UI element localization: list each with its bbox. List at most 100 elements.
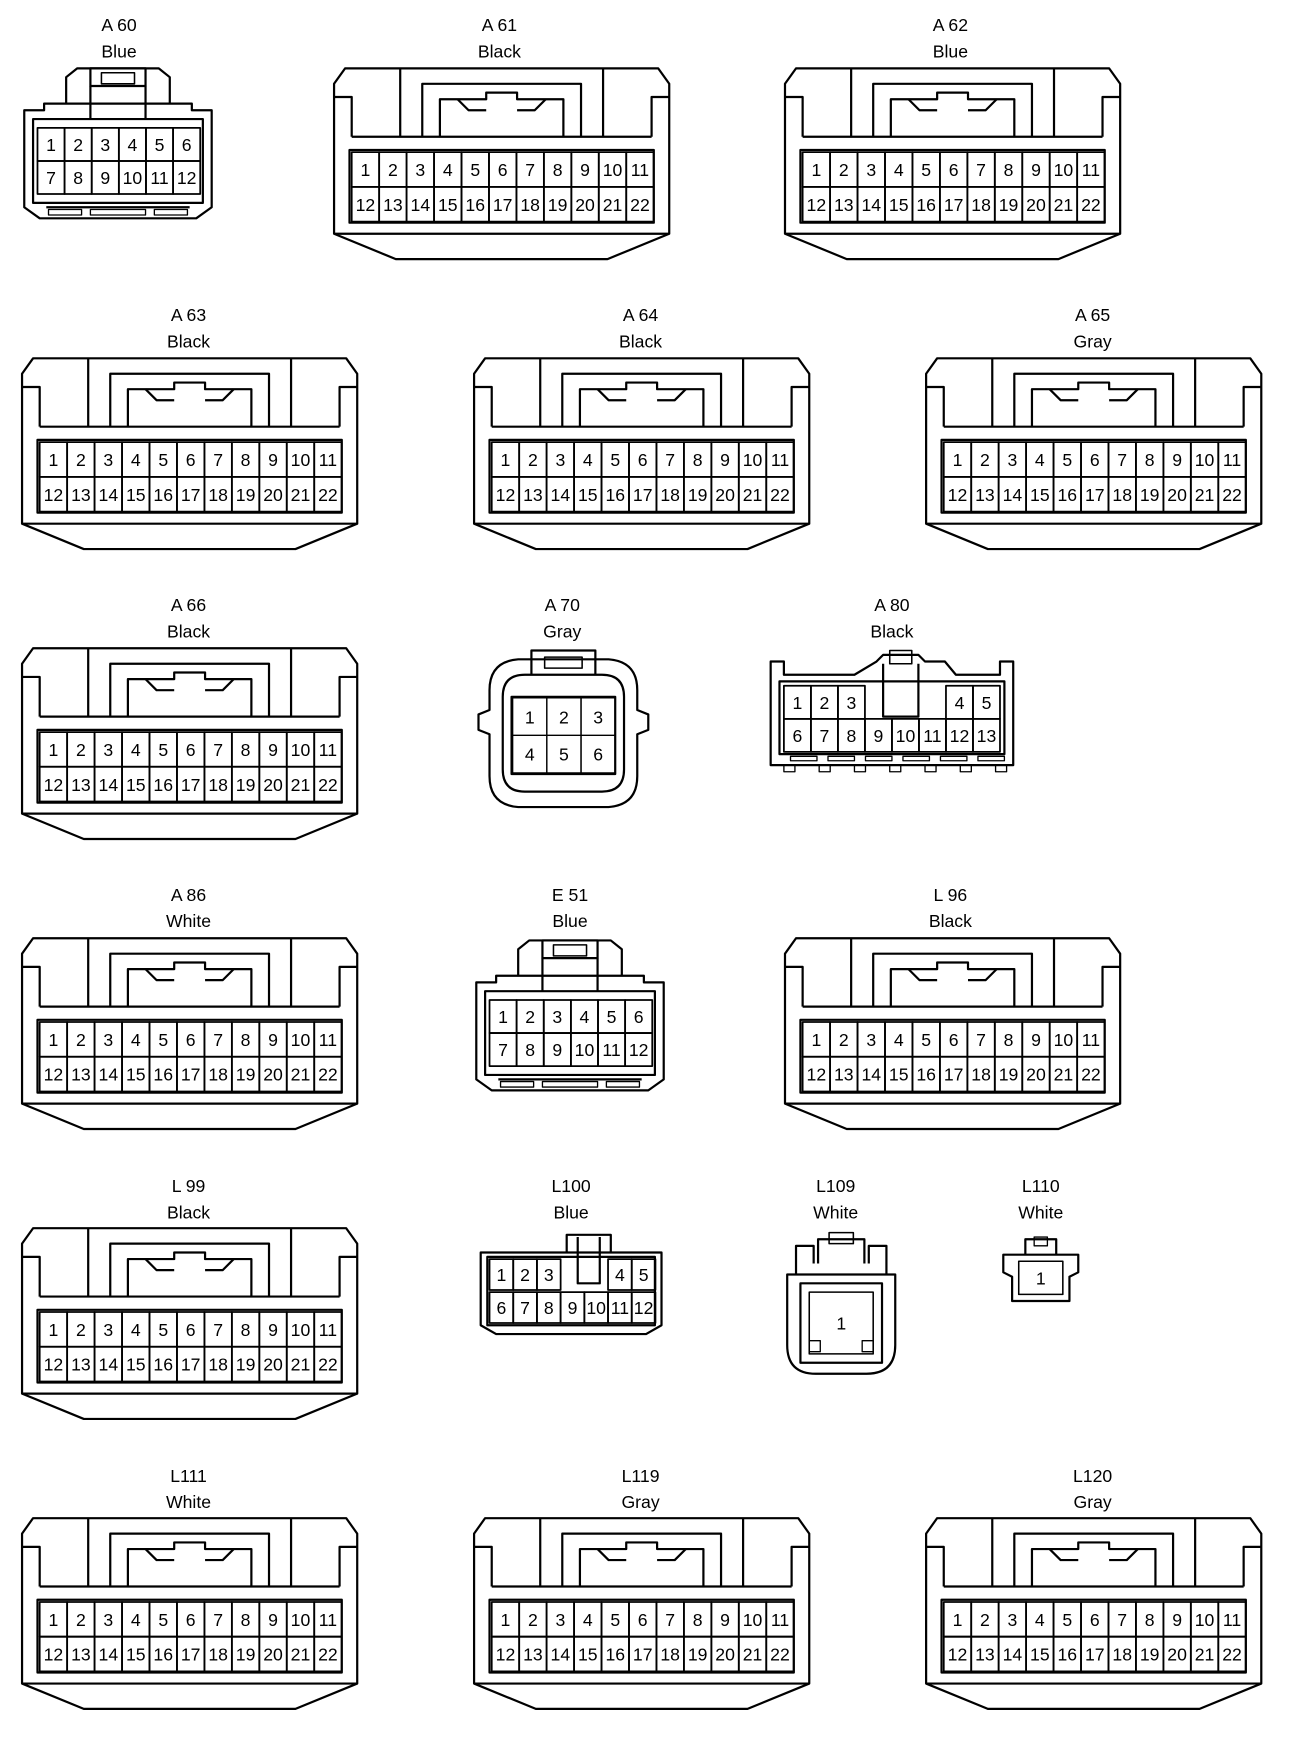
latch-ramps: [907, 968, 998, 982]
pin-number: 6: [638, 1610, 648, 1630]
pin-number: 5: [158, 740, 168, 760]
pin-number: 1: [501, 1610, 511, 1630]
pin-number: 3: [847, 693, 857, 713]
pin-number: 3: [103, 1320, 113, 1340]
pin-number: 19: [236, 1645, 256, 1665]
pin-number: 5: [610, 1610, 620, 1630]
pin-number: 21: [743, 485, 763, 505]
housing-inner: [484, 990, 656, 1077]
pin-number: 12: [807, 195, 827, 215]
latch-ramps: [596, 388, 687, 402]
pin-number: 5: [982, 693, 992, 713]
pin-number: 6: [638, 450, 648, 470]
pin-number: 11: [1223, 1610, 1241, 1630]
pin-number: 7: [520, 1298, 530, 1318]
pin-number: 1: [49, 450, 59, 470]
pin-number: 4: [894, 160, 904, 180]
pin-number: 16: [1057, 485, 1077, 505]
pin-number: 10: [743, 1610, 763, 1630]
connector-id-label: L119: [622, 1466, 660, 1486]
pin-cell: [313, 1635, 343, 1673]
housing-outline: [20, 647, 359, 841]
foot-slot-1: [499, 1080, 535, 1088]
pin-number: 22: [1222, 1645, 1242, 1665]
pin-number: 11: [1082, 160, 1100, 180]
pin-number: 4: [1035, 1610, 1045, 1630]
connector-id-label: L111: [170, 1466, 207, 1486]
pin-cell: [625, 185, 655, 223]
pin-number: 17: [181, 775, 201, 795]
housing-outline: [23, 102, 213, 220]
pin-number: 13: [975, 1645, 995, 1665]
foot-slot: [939, 755, 968, 762]
pin-number: 15: [126, 1645, 146, 1665]
pin-number: 12: [948, 1645, 968, 1665]
pin-number: 3: [555, 450, 565, 470]
pin-number: 2: [528, 1610, 538, 1630]
pin-number: 4: [131, 450, 141, 470]
housing-outline: [475, 974, 665, 1092]
pin-number: 22: [770, 1645, 790, 1665]
foot-slot: [977, 755, 1006, 762]
pin-number: 13: [383, 195, 403, 215]
pin-number: 17: [633, 1645, 653, 1665]
pin-number: 10: [291, 1030, 311, 1050]
pin-cell: [765, 1635, 795, 1673]
pin-number: 15: [126, 485, 146, 505]
pin-number: 11: [611, 1298, 629, 1318]
pin-number: 22: [770, 485, 790, 505]
pin-number: 7: [525, 160, 535, 180]
pin-number: 18: [1112, 485, 1132, 505]
latch-frame-outer: [1013, 372, 1175, 427]
side-step-right: [1242, 1545, 1262, 1587]
pin-number: 14: [99, 775, 119, 795]
side-step-right: [338, 965, 358, 1007]
pin-number: 4: [583, 450, 593, 470]
connector-color-label: Blue: [933, 41, 968, 61]
pin-number: 9: [100, 168, 110, 188]
pin-number: 11: [319, 1320, 337, 1340]
pin-number: 11: [319, 740, 337, 760]
latch-cap: [89, 67, 147, 88]
latch-frame-outer: [109, 1242, 271, 1297]
pin-number: 12: [44, 485, 64, 505]
connector-color-label: Black: [167, 1202, 210, 1222]
pin-number: 15: [889, 195, 909, 215]
pin-number: 9: [268, 1030, 278, 1050]
connector-id-label: L110: [1022, 1176, 1060, 1196]
pin-number: 15: [578, 485, 598, 505]
pin-number: 22: [318, 1355, 338, 1375]
pin-number: 11: [319, 450, 337, 470]
pin-number: 22: [318, 485, 338, 505]
pin-number: 13: [834, 195, 854, 215]
pin-number: 2: [520, 1265, 530, 1285]
pin-number: 6: [593, 745, 603, 765]
side-step-left: [926, 385, 945, 427]
pin-number: 10: [1054, 160, 1074, 180]
pin-number: 20: [575, 195, 595, 215]
connector-id-label: A 80: [874, 595, 909, 615]
pin-number: 13: [71, 775, 91, 795]
pin-number: 20: [715, 1645, 735, 1665]
foot-pin: [994, 764, 1008, 773]
pin-number: 12: [629, 1040, 649, 1060]
housing-outline: [769, 653, 1015, 767]
pin-number: 9: [268, 450, 278, 470]
latch-tab: [1030, 381, 1157, 427]
connector-id-label: L120: [1073, 1466, 1112, 1486]
side-step-left: [22, 1255, 41, 1297]
pin-number: 13: [71, 485, 91, 505]
pin-number: 7: [665, 1610, 675, 1630]
pin-number: 2: [76, 1030, 86, 1050]
pin-number: 14: [1003, 1645, 1023, 1665]
pin-number: 13: [977, 726, 997, 746]
pin-number: 15: [1030, 485, 1050, 505]
pin-number: 19: [548, 195, 568, 215]
pin-number: 18: [208, 1645, 228, 1665]
pin-number: 17: [633, 485, 653, 505]
pin-cell: [624, 1032, 654, 1068]
pin-number: 20: [263, 1355, 283, 1375]
pin-cell: [536, 1258, 562, 1291]
pin-number: 3: [555, 1610, 565, 1630]
pin-number: 17: [181, 1355, 201, 1375]
